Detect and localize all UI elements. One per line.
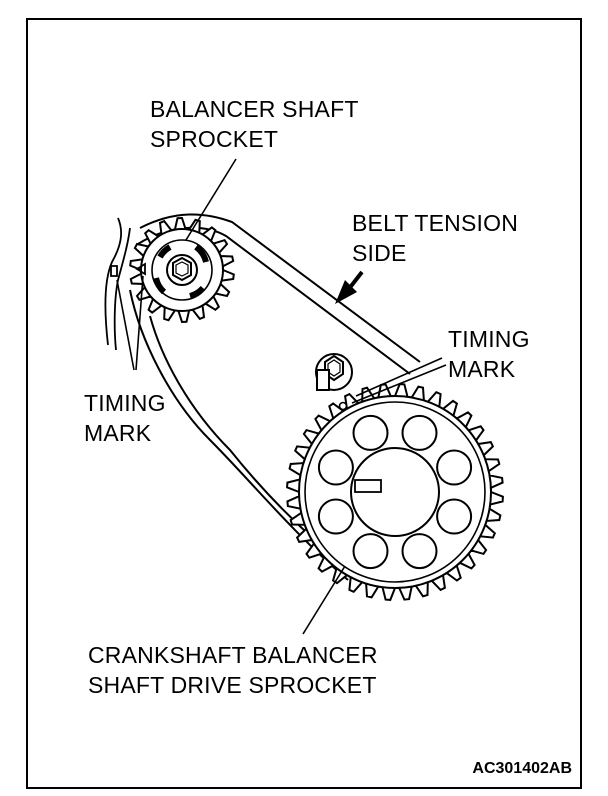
engine-housing-edge — [104, 217, 131, 351]
crank-timing-dot — [338, 401, 348, 411]
tensioner-pulley — [315, 353, 353, 391]
sprocket-hole — [352, 533, 389, 570]
sprocket-hole — [317, 449, 354, 486]
keyway — [354, 479, 382, 493]
crankshaft-sprocket-label: CRANKSHAFT BALANCER SHAFT DRIVE SPROCKET — [88, 640, 378, 700]
sprocket-hole — [352, 414, 389, 451]
label-line: BELT TENSION — [352, 210, 519, 236]
label-line: SPROCKET — [150, 126, 279, 152]
label-line: TIMING — [448, 326, 530, 352]
left-timing-mark-symbols — [110, 262, 146, 277]
label-line: TIMING — [84, 390, 166, 416]
label-line: MARK — [448, 356, 516, 382]
sprocket-hole — [401, 533, 438, 570]
balancer-shaft-sprocket — [129, 216, 235, 324]
sprocket-hole — [436, 498, 473, 535]
hex-bolt-head — [172, 256, 192, 282]
belt-tension-arrow — [335, 270, 364, 304]
sprocket-hole — [317, 498, 354, 535]
timing-mark-right-label: TIMING MARK — [448, 324, 530, 384]
label-line: MARK — [84, 420, 152, 446]
sprocket-hole — [401, 414, 438, 451]
balancer-shaft-sprocket-label: BALANCER SHAFT SPROCKET — [150, 94, 359, 154]
belt-tension-side-label: BELT TENSION SIDE — [352, 208, 518, 268]
label-line: SIDE — [352, 240, 407, 266]
sprocket-hole — [436, 449, 473, 486]
label-line: SHAFT DRIVE SPROCKET — [88, 672, 377, 698]
crankshaft-balancer-shaft-drive-sprocket — [286, 383, 504, 601]
timing-mark-left-label: TIMING MARK — [84, 388, 166, 448]
figure-code: AC301402AB — [472, 760, 572, 777]
figure-frame — [26, 18, 582, 789]
label-line: BALANCER SHAFT — [150, 96, 359, 122]
label-line: CRANKSHAFT BALANCER — [88, 642, 378, 668]
leader-lines — [116, 158, 447, 635]
